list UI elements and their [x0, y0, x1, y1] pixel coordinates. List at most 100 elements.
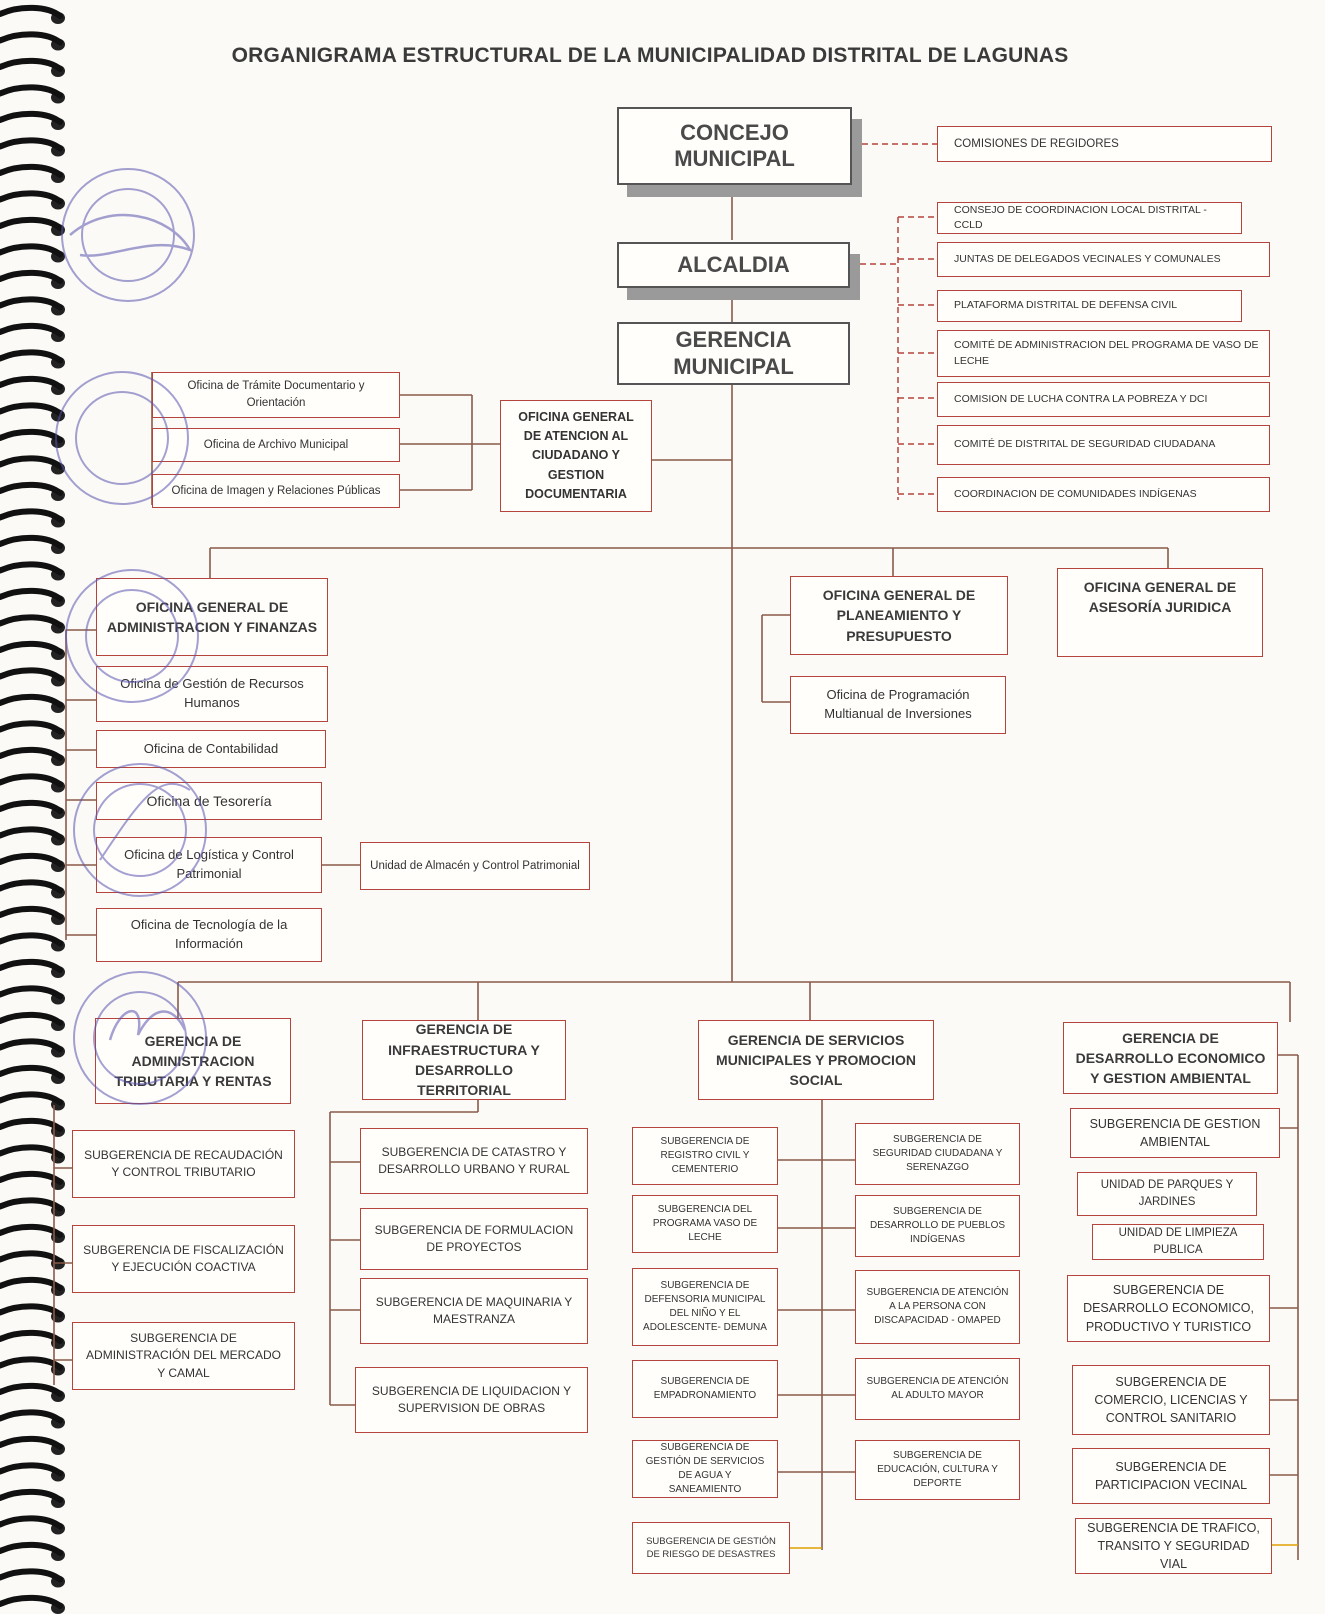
- tributaria-sub-label: SUBGERENCIA DE FISCALIZACIÓN Y EJECUCIÓN…: [83, 1242, 284, 1274]
- atencion-sub-label: Oficina de Imagen y Relaciones Públicas: [171, 484, 381, 497]
- consultivo-box: COMISION DE LUCHA CONTRA LA POBREZA Y DC…: [937, 382, 1270, 417]
- consultivo-label: COMITÉ DE DISTRITAL DE SEGURIDAD CIUDADA…: [954, 438, 1216, 451]
- admin-sub-label: Oficina de Tesorería: [146, 792, 272, 809]
- consultivo-label: COMISION DE LUCHA CONTRA LA POBREZA Y DC…: [954, 392, 1208, 405]
- infraestructura-sub-label: SUBGERENCIA DE FORMULACION DE PROYECTOS: [374, 1222, 574, 1254]
- gerencia-servicios-box: GERENCIA DE SERVICIOS MUNICIPALES Y PROM…: [698, 1020, 934, 1100]
- atencion-sub-box: Oficina de Archivo Municipal: [152, 428, 400, 462]
- servicios-sub-label: SUBGERENCIA DE ATENCIÓN AL ADULTO MAYOR: [866, 1376, 1009, 1401]
- binding-ring: [0, 614, 65, 634]
- binding-ring: [0, 349, 65, 369]
- binding-ring: [0, 905, 65, 925]
- binding-ring: [0, 1541, 65, 1561]
- servicios-sub-box: SUBGERENCIA DE GESTIÓN DE RIESGO DE DESA…: [632, 1522, 790, 1574]
- tributaria-sub-label: SUBGERENCIA DE RECAUDACIÓN Y CONTROL TRI…: [84, 1147, 283, 1179]
- servicios-sub-box: SUBGERENCIA DE ATENCIÓN AL ADULTO MAYOR: [855, 1358, 1020, 1420]
- oficina-administracion-label: OFICINA GENERAL DE ADMINISTRACION Y FINA…: [106, 598, 318, 635]
- binding-ring: [0, 31, 65, 51]
- oficina-asesoria-label: OFICINA GENERAL DE ASESORÍA JURIDICA: [1083, 579, 1237, 616]
- tributaria-sub-label: SUBGERENCIA DE ADMINISTRACIÓN DEL MERCAD…: [86, 1330, 281, 1380]
- economico-unidad-box: UNIDAD DE LIMPIEZA PUBLICA: [1092, 1224, 1264, 1260]
- servicios-sub-label: SUBGERENCIA DE EDUCACIÓN, CULTURA Y DEPO…: [877, 1450, 998, 1489]
- atencion-sub-label: Oficina de Trámite Documentario y Orient…: [187, 380, 365, 409]
- economico-sub-box: SUBGERENCIA DE DESARROLLO ECONOMICO, PRO…: [1067, 1275, 1270, 1342]
- gerencia-economico-box: GERENCIA DE DESARROLLO ECONOMICO Y GESTI…: [1063, 1022, 1278, 1094]
- economico-sub-label: SUBGERENCIA DE PARTICIPACION VECINAL: [1094, 1459, 1248, 1492]
- infraestructura-sub-label: SUBGERENCIA DE MAQUINARIA Y MAESTRANZA: [375, 1294, 573, 1326]
- oficina-programacion-box: Oficina de Programación Multianual de In…: [790, 676, 1006, 734]
- economico-sub-label: SUBGERENCIA DE COMERCIO, LICENCIAS Y CON…: [1094, 1374, 1248, 1426]
- servicios-sub-box: SUBGERENCIA DE ATENCIÓN A LA PERSONA CON…: [855, 1270, 1020, 1344]
- gerencia-servicios-label: GERENCIA DE SERVICIOS MUNICIPALES Y PROM…: [716, 1031, 916, 1089]
- tributaria-sub-box: SUBGERENCIA DE ADMINISTRACIÓN DEL MERCAD…: [72, 1322, 295, 1390]
- economico-sub-box: SUBGERENCIA DE PARTICIPACION VECINAL: [1072, 1448, 1270, 1504]
- gerencia-municipal-box: GERENCIA MUNICIPAL: [617, 322, 850, 385]
- concejo-municipal-label: CONCEJO MUNICIPAL: [674, 119, 795, 171]
- binding-ring: [0, 4, 65, 24]
- servicios-sub-box: SUBGERENCIA DEL PROGRAMA VASO DE LECHE: [632, 1195, 778, 1253]
- servicios-sub-box: SUBGERENCIA DE REGISTRO CIVIL Y CEMENTER…: [632, 1127, 778, 1185]
- binding-ring: [0, 1011, 65, 1031]
- binding-ring: [0, 1409, 65, 1429]
- admin-sub-box: Oficina de Tecnología de la Información: [96, 908, 322, 962]
- infraestructura-sub-box: SUBGERENCIA DE MAQUINARIA Y MAESTRANZA: [360, 1278, 588, 1344]
- binding-ring: [0, 137, 65, 157]
- servicios-sub-label: SUBGERENCIA DEL PROGRAMA VASO DE LECHE: [652, 1204, 758, 1243]
- binding-ring: [0, 958, 65, 978]
- consultivo-box: COMITÉ DE DISTRITAL DE SEGURIDAD CIUDADA…: [937, 425, 1270, 465]
- admin-sub-box: Oficina de Tesorería: [96, 782, 322, 820]
- oficina-asesoria-box: OFICINA GENERAL DE ASESORÍA JURIDICA: [1057, 568, 1263, 657]
- binding-ring: [0, 1382, 65, 1402]
- consultivo-box: CONSEJO DE COORDINACION LOCAL DISTRITAL …: [937, 202, 1242, 234]
- binding-ring: [0, 110, 65, 130]
- consultivo-box: JUNTAS DE DELEGADOS VECINALES Y COMUNALE…: [937, 242, 1270, 277]
- binding-ring: [0, 826, 65, 846]
- atencion-sub-box: Oficina de Trámite Documentario y Orient…: [152, 372, 400, 418]
- page-title: ORGANIGRAMA ESTRUCTURAL DE LA MUNICIPALI…: [231, 44, 1069, 67]
- consultivo-label: JUNTAS DE DELEGADOS VECINALES Y COMUNALE…: [954, 252, 1221, 265]
- consultivo-label: COMITÉ DE ADMINISTRACION DEL PROGRAMA DE…: [954, 339, 1259, 367]
- infraestructura-sub-box: SUBGERENCIA DE CATASTRO Y DESARROLLO URB…: [360, 1128, 588, 1194]
- alcaldia-box: ALCALDIA: [617, 242, 850, 288]
- admin-sub-box: Oficina de Logística y Control Patrimoni…: [96, 837, 322, 893]
- binding-ring: [0, 640, 65, 660]
- alcaldia-label: ALCALDIA: [677, 251, 790, 277]
- admin-sub-box: Oficina de Contabilidad: [96, 730, 326, 768]
- economico-unidad-label: UNIDAD DE LIMPIEZA PUBLICA: [1118, 1227, 1238, 1256]
- servicios-sub-box: SUBGERENCIA DE DESARROLLO DE PUEBLOS IND…: [855, 1195, 1020, 1257]
- gerencia-tributaria-box: GERENCIA DE ADMINISTRACION TRIBUTARIA Y …: [95, 1018, 291, 1104]
- servicios-sub-box: SUBGERENCIA DE EMPADRONAMIENTO: [632, 1360, 778, 1418]
- binding-ring: [0, 1594, 65, 1614]
- unidad-almacen-box: Unidad de Almacén y Control Patrimonial: [360, 842, 590, 890]
- economico-sub-label: SUBGERENCIA DE TRAFICO, TRANSITO Y SEGUR…: [1087, 1520, 1260, 1572]
- oficina-planeamiento-box: OFICINA GENERAL DE PLANEAMIENTO Y PRESUP…: [790, 576, 1008, 655]
- servicios-sub-label: SUBGERENCIA DE DESARROLLO DE PUEBLOS IND…: [869, 1206, 1006, 1245]
- admin-sub-label: Oficina de Logística y Control Patrimoni…: [124, 847, 294, 881]
- binding-ring: [0, 322, 65, 342]
- gerencia-economico-label: GERENCIA DE DESARROLLO ECONOMICO Y GESTI…: [1075, 1029, 1266, 1087]
- binding-ring: [0, 746, 65, 766]
- gerencia-tributaria-label: GERENCIA DE ADMINISTRACION TRIBUTARIA Y …: [114, 1032, 272, 1090]
- consultivo-box: COMITÉ DE ADMINISTRACION DEL PROGRAMA DE…: [937, 330, 1270, 377]
- admin-sub-label: Oficina de Tecnología de la Información: [130, 917, 288, 951]
- binding-ring: [0, 1488, 65, 1508]
- servicios-sub-box: SUBGERENCIA DE EDUCACIÓN, CULTURA Y DEPO…: [855, 1440, 1020, 1500]
- infraestructura-sub-label: SUBGERENCIA DE CATASTRO Y DESARROLLO URB…: [378, 1144, 570, 1176]
- gerencia-infraestructura-box: GERENCIA DE INFRAESTRUCTURA Y DESARROLLO…: [362, 1020, 566, 1100]
- binding-ring: [0, 667, 65, 687]
- binding-ring: [0, 720, 65, 740]
- admin-sub-label: Oficina de Contabilidad: [143, 740, 279, 756]
- comisiones-box: COMISIONES DE REGIDORES: [937, 126, 1272, 162]
- binding-ring: [0, 561, 65, 581]
- consultivo-box: COORDINACION DE COMUNIDADES INDÍGENAS: [937, 477, 1270, 512]
- binding-ring: [0, 1064, 65, 1084]
- servicios-sub-label: SUBGERENCIA DE ATENCIÓN A LA PERSONA CON…: [866, 1287, 1009, 1326]
- servicios-sub-box: SUBGERENCIA DE DEFENSORIA MUNICIPAL DEL …: [632, 1268, 778, 1346]
- consultivo-box: PLATAFORMA DISTRITAL DE DEFENSA CIVIL: [937, 290, 1242, 322]
- consultivo-label: CONSEJO DE COORDINACION LOCAL DISTRITAL …: [954, 203, 1207, 231]
- servicios-sub-box: SUBGERENCIA DE SEGURIDAD CIUDADANA Y SER…: [855, 1123, 1020, 1185]
- servicios-sub-label: SUBGERENCIA DE SEGURIDAD CIUDADANA Y SER…: [872, 1134, 1003, 1173]
- gerencia-municipal-label: GERENCIA MUNICIPAL: [673, 327, 794, 379]
- economico-unidad-box: UNIDAD DE PARQUES Y JARDINES: [1077, 1172, 1257, 1216]
- atencion-sub-box: Oficina de Imagen y Relaciones Públicas: [152, 474, 400, 508]
